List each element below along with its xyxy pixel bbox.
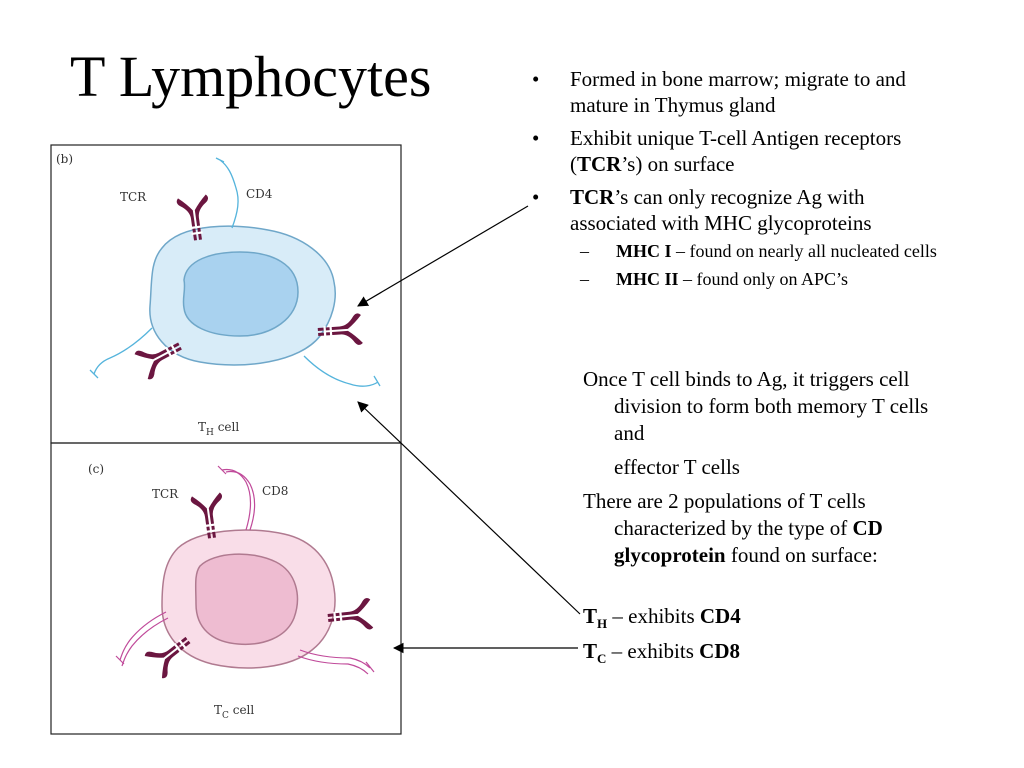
panel-b-cell-label: TH cell — [198, 420, 239, 438]
paragraph-populations: There are 2 populations of T cells chara… — [583, 489, 883, 567]
arrow-th-to-panel-b — [357, 401, 581, 615]
population-th: TH – exhibits CD4 — [583, 604, 741, 632]
th-cell-nucleus — [182, 251, 299, 337]
panel-c-cell-label: TC cell — [214, 703, 254, 721]
bullet-tcr-recognition: TCR’s can only recognize Ag with associa… — [530, 184, 950, 291]
arrow-tcr-to-th-receptor — [357, 205, 529, 307]
panel-b-tcr-label: TCR — [120, 190, 147, 204]
bullet-tcr-receptors: Exhibit unique T-cell Antigen receptors … — [530, 125, 950, 177]
sub-bullet-mhc-2: MHC II – found only on APC’s — [570, 268, 950, 291]
paragraph-effector: effector T cells — [614, 455, 740, 479]
cd4-molecules — [89, 157, 381, 387]
paragraph-activation: Once T cell binds to Ag, it triggers cel… — [583, 367, 929, 445]
sub-bullet-mhc-1: MHC I – found on nearly all nucleated ce… — [570, 240, 950, 263]
panel-b-letter: (b) — [56, 152, 73, 166]
th-cell — [89, 157, 381, 387]
bullet-list: Formed in bone marrow; migrate to and ma… — [530, 66, 950, 298]
mhc-sublist: MHC I – found on nearly all nucleated ce… — [570, 240, 950, 291]
panel-c-cd-label: CD8 — [262, 484, 288, 498]
cd8-molecules — [115, 465, 375, 675]
panel-c-letter: (c) — [88, 462, 104, 476]
bullet-origin: Formed in bone marrow; migrate to and ma… — [530, 66, 950, 118]
panel-c-tcr-label: TCR — [152, 487, 179, 501]
panel-b-cd-label: CD4 — [246, 187, 273, 201]
panel-c-frame — [50, 442, 402, 735]
tc-cell — [115, 465, 375, 680]
population-tc: TC – exhibits CD8 — [583, 639, 740, 667]
slide-title: T Lymphocytes — [70, 44, 432, 109]
tc-cell-nucleus — [194, 553, 299, 646]
